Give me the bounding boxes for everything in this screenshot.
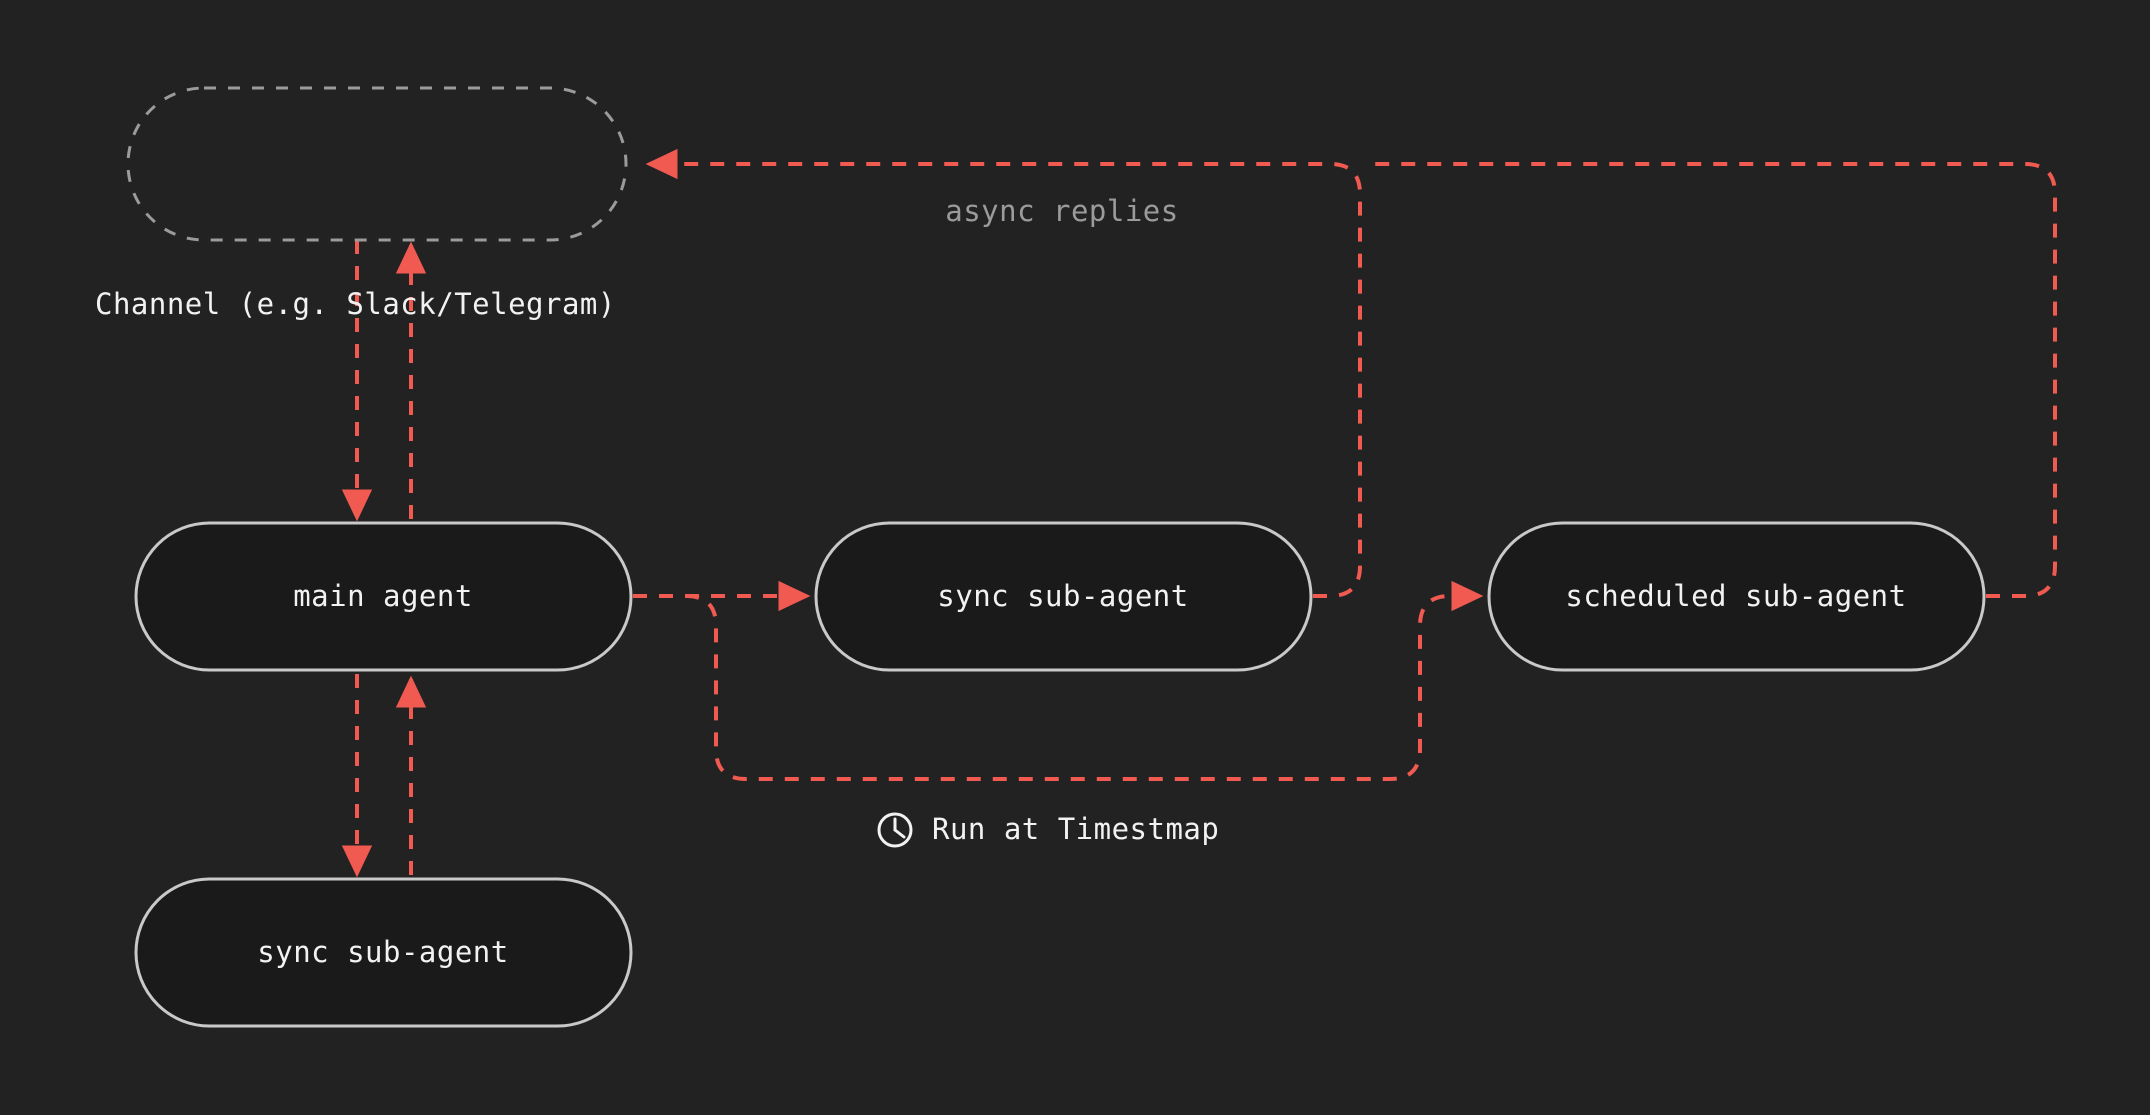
main-agent-label: main agent — [293, 579, 473, 613]
node-sync-sub-agent-right[interactable]: sync sub-agent — [814, 521, 1313, 672]
sync-sub-agent-right-shape[interactable] — [814, 521, 1313, 672]
run-at-timestamp-group: Run at Timestmap — [877, 812, 1219, 848]
sync-sub-agent-bottom-label: sync sub-agent — [257, 935, 508, 969]
run-at-timestamp-label: Run at Timestmap — [932, 812, 1219, 846]
scheduled-sub-agent-shape[interactable] — [1487, 521, 1986, 672]
label-layer: Channel (e.g. Slack/Telegram) async repl… — [95, 194, 1219, 848]
sync-sub-agent-bottom-shape[interactable] — [134, 877, 633, 1028]
edge-scheduled-sub-agent-to-channel[interactable] — [1370, 162, 2057, 598]
node-main-agent[interactable]: main agent — [134, 521, 633, 672]
node-channel[interactable] — [126, 86, 628, 242]
clock-icon — [877, 812, 913, 848]
scheduled-sub-agent-label: scheduled sub-agent — [1565, 579, 1906, 613]
edge-main-agent-to-scheduled-sub-agent[interactable] — [633, 580, 1484, 781]
async-replies-label: async replies — [945, 194, 1178, 228]
node-layer: main agent sync sub-agent scheduled sub-… — [126, 86, 1986, 1028]
node-scheduled-sub-agent[interactable]: scheduled sub-agent — [1487, 521, 1986, 672]
node-sync-sub-agent-bottom[interactable]: sync sub-agent — [134, 877, 633, 1028]
channel-shape[interactable] — [126, 86, 628, 242]
main-agent-shape[interactable] — [134, 521, 633, 672]
edge-layer — [341, 148, 2057, 878]
channel-caption: Channel (e.g. Slack/Telegram) — [95, 287, 616, 321]
edge-sync-sub-agent-to-channel[interactable] — [645, 148, 1362, 598]
sync-sub-agent-right-label: sync sub-agent — [937, 579, 1188, 613]
